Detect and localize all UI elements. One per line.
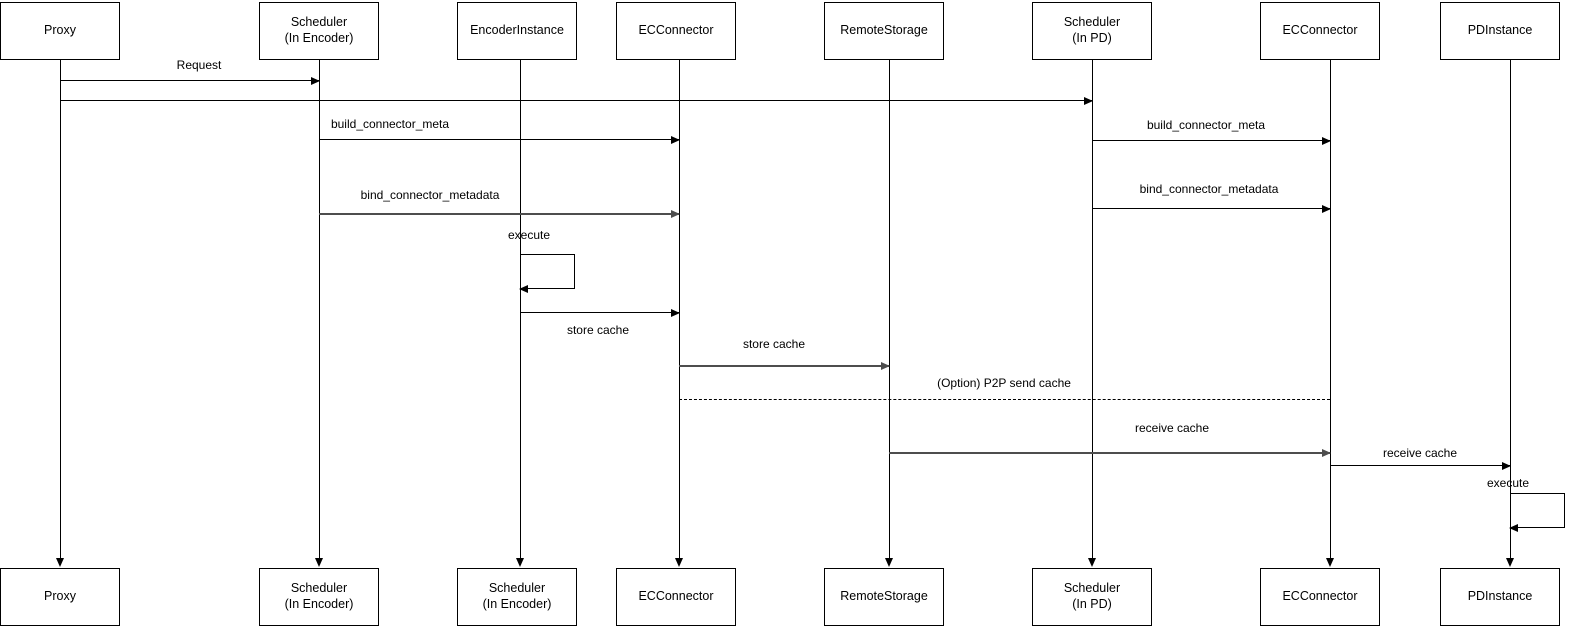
message-label-m6: bind_connector_metadata [1139, 182, 1279, 196]
participant-header-remote_store: RemoteStorage [824, 2, 944, 60]
self-call-label-s1: execute [507, 228, 551, 242]
arrowhead-icon [311, 76, 320, 85]
participant-header-pd_inst: PDInstance [1440, 2, 1560, 60]
message-label-m3: build_connector_meta [330, 117, 450, 131]
participant-footer-proxy: Proxy [0, 568, 120, 626]
arrowhead-icon [1322, 448, 1331, 457]
participant-header-proxy: Proxy [0, 2, 120, 60]
arrowhead-icon [1509, 523, 1518, 532]
message-arrow-m10 [889, 448, 1331, 457]
lifeline-proxy [60, 60, 61, 560]
participant-footer-sched_enc: Scheduler (In Encoder) [259, 568, 379, 626]
message-arrow-m5 [319, 209, 680, 218]
arrowhead-icon [1322, 204, 1331, 213]
lifeline-encoder_inst [520, 60, 521, 560]
lifeline-end-arrow-ec_conn_enc [675, 558, 683, 567]
arrowhead-icon [671, 135, 680, 144]
arrowhead-icon [1502, 461, 1511, 470]
message-label-m5: bind_connector_metadata [360, 188, 500, 202]
participant-header-ec_conn_enc: ECConnector [616, 2, 736, 60]
participant-footer-remote_store: RemoteStorage [824, 568, 944, 626]
lifeline-end-arrow-sched_pd [1088, 558, 1096, 567]
participant-header-ec_conn_pd: ECConnector [1260, 2, 1380, 60]
message-label-m7: store cache [566, 323, 630, 337]
message-arrow-m9 [679, 399, 1330, 400]
message-arrow-m3 [319, 135, 680, 144]
message-arrow-m11 [1330, 461, 1511, 470]
message-label-m10: receive cache [1134, 421, 1210, 435]
message-label-m4: build_connector_meta [1146, 118, 1266, 132]
participant-header-sched_enc: Scheduler (In Encoder) [259, 2, 379, 60]
self-call-loop-s1 [519, 254, 575, 293]
message-arrow-m8 [679, 361, 890, 370]
message-arrow-m7 [520, 308, 680, 317]
arrowhead-icon [881, 361, 890, 370]
participant-header-encoder_inst: EncoderInstance [457, 2, 577, 60]
participant-footer-ec_conn_enc: ECConnector [616, 568, 736, 626]
lifeline-end-arrow-encoder_inst [516, 558, 524, 567]
arrowhead-icon [1084, 96, 1093, 105]
arrowhead-icon [671, 209, 680, 218]
message-label-m11: receive cache [1382, 446, 1458, 460]
message-arrow-m6 [1092, 204, 1331, 213]
self-call-label-s2: execute [1486, 476, 1530, 490]
lifeline-ec_conn_pd [1330, 60, 1331, 560]
lifeline-end-arrow-pd_inst [1506, 558, 1514, 567]
participant-footer-encoder_inst: Scheduler (In Encoder) [457, 568, 577, 626]
lifeline-end-arrow-remote_store [885, 558, 893, 567]
participant-footer-sched_pd: Scheduler (In PD) [1032, 568, 1152, 626]
lifeline-remote_store [889, 60, 890, 560]
message-arrow-m2 [60, 96, 1093, 105]
lifeline-end-arrow-ec_conn_pd [1326, 558, 1334, 567]
participant-footer-pd_inst: PDInstance [1440, 568, 1560, 626]
message-label-m1: Request [176, 58, 222, 72]
arrowhead-icon [671, 308, 680, 317]
self-call-loop-s2 [1509, 493, 1565, 532]
lifeline-sched_pd [1092, 60, 1093, 560]
message-arrow-m4 [1092, 136, 1331, 145]
message-arrow-m1 [60, 76, 320, 85]
lifeline-end-arrow-sched_enc [315, 558, 323, 567]
lifeline-pd_inst [1510, 60, 1511, 560]
lifeline-end-arrow-proxy [56, 558, 64, 567]
message-label-m8: store cache [742, 337, 806, 351]
lifeline-sched_enc [319, 60, 320, 560]
message-label-m9: (Option) P2P send cache [937, 376, 1071, 390]
arrowhead-icon [1322, 136, 1331, 145]
participant-header-sched_pd: Scheduler (In PD) [1032, 2, 1152, 60]
participant-footer-ec_conn_pd: ECConnector [1260, 568, 1380, 626]
arrowhead-icon [519, 284, 528, 293]
